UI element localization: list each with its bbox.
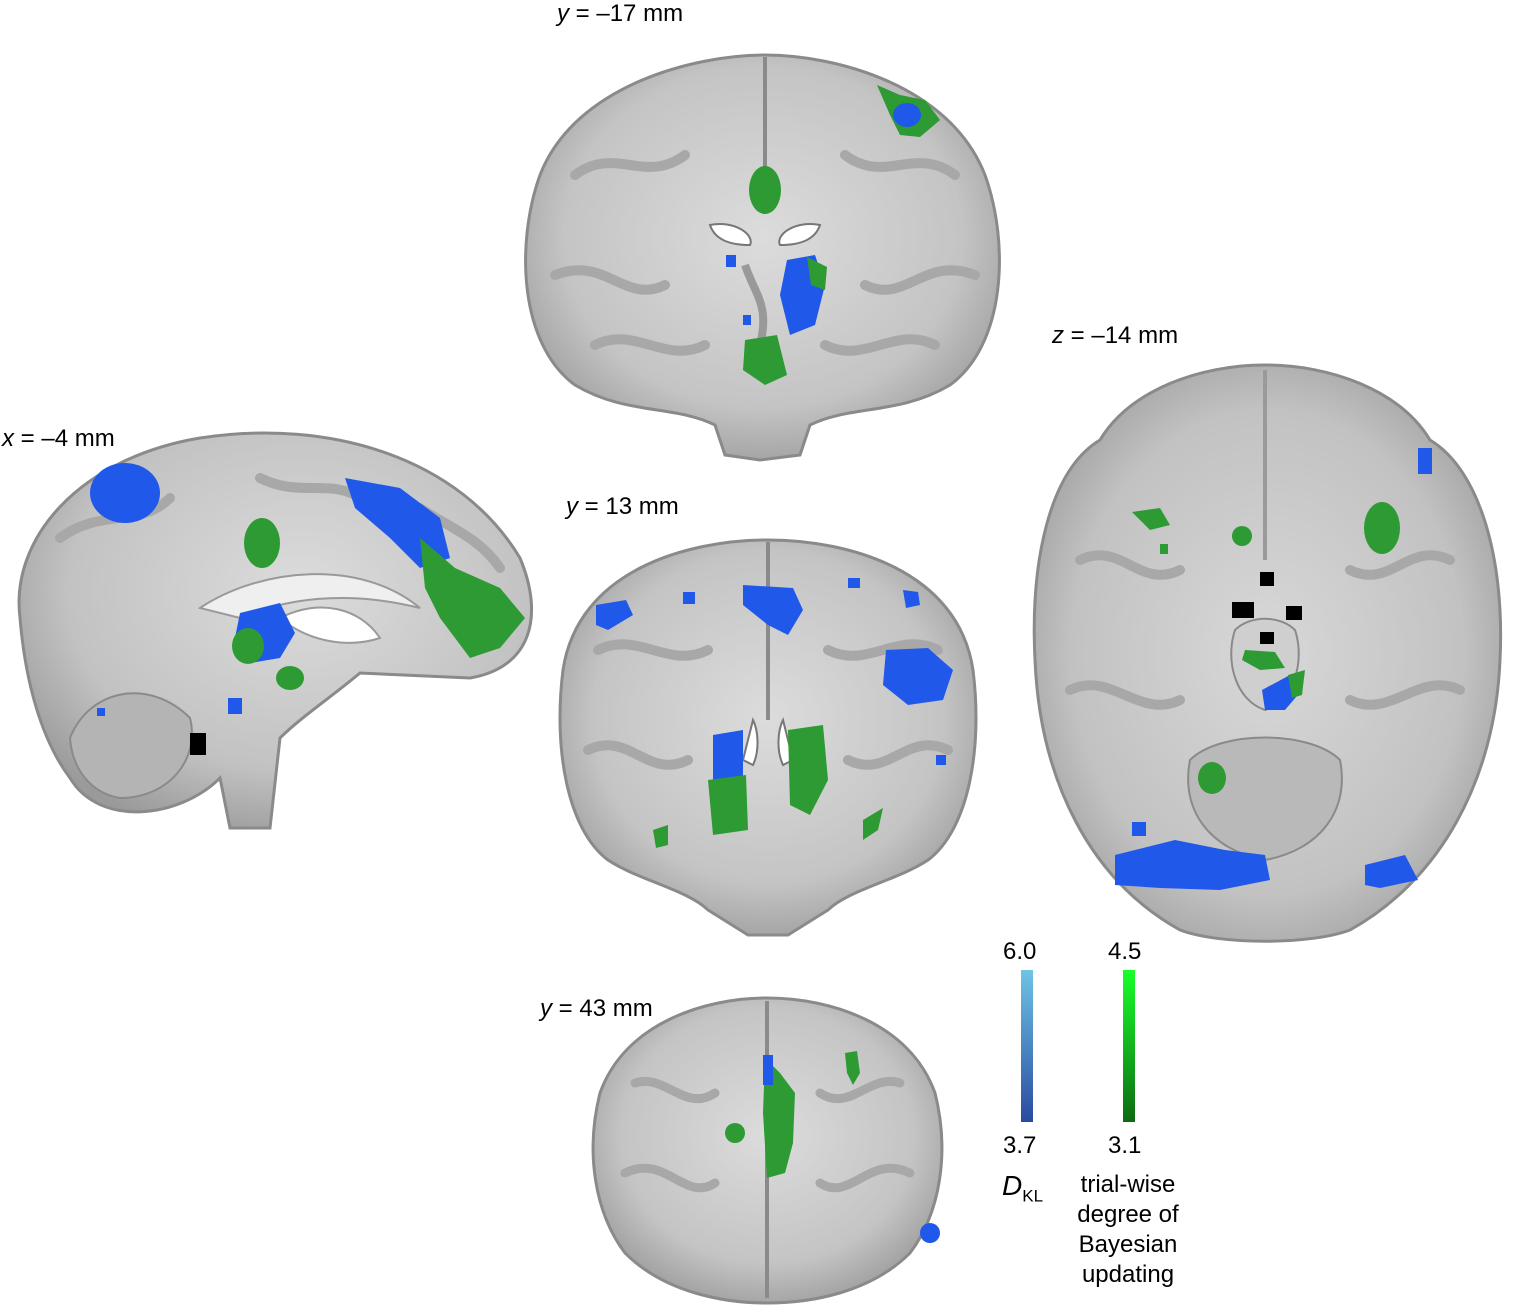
activation-blob xyxy=(763,1058,795,1178)
activation-blob xyxy=(726,255,736,267)
brain-slice-coronal-y-43 xyxy=(591,996,944,1305)
label-axial-z-minus14: z = –14 mm xyxy=(1052,322,1179,349)
activation-blob xyxy=(1288,670,1305,698)
label-sagittal-x-minus4: x = –4 mm xyxy=(2,425,115,452)
activation-blob xyxy=(749,166,781,214)
bayesian-colorbar-max: 4.5 xyxy=(1108,938,1142,965)
activation-blob xyxy=(763,1055,773,1085)
activation-blob xyxy=(420,538,525,658)
activation-blob xyxy=(725,1123,745,1143)
dkl-label-main: D xyxy=(1002,1170,1023,1201)
activation-blob xyxy=(743,315,751,325)
activation-blob xyxy=(883,648,953,705)
axis-letter: y xyxy=(557,0,569,27)
caption-line: updating xyxy=(1081,1261,1175,1288)
brain-slice-axial-z-minus14 xyxy=(1032,363,1503,943)
activation-blob xyxy=(788,725,828,815)
activation-blob xyxy=(1260,572,1274,586)
activation-blob xyxy=(743,335,787,385)
activation-blob xyxy=(1418,448,1432,474)
activation-blob xyxy=(893,103,921,127)
slice-value: –14 mm xyxy=(1091,322,1179,349)
activation-blob xyxy=(1160,544,1168,554)
label-coronal-y-43: y = 43 mm xyxy=(540,995,653,1022)
activation-blob xyxy=(1132,508,1170,530)
activation-blob xyxy=(228,698,242,714)
axis-letter: z xyxy=(1052,322,1064,349)
dkl-colorbar xyxy=(1021,970,1033,1122)
dkl-colorbar-label: DKL xyxy=(1002,1172,1043,1205)
bayesian-colorbar-label: trial-wise degree of Bayesian updating xyxy=(1068,1170,1188,1290)
slice-value: –17 mm xyxy=(596,0,684,27)
activation-blob xyxy=(1365,855,1418,888)
dkl-label-sub: KL xyxy=(1022,1186,1044,1206)
slice-value: 13 mm xyxy=(605,493,679,520)
slice-value: 43 mm xyxy=(579,995,653,1022)
bayesian-colorbar-min: 3.1 xyxy=(1108,1132,1142,1159)
activation-blob xyxy=(863,808,883,840)
bayesian-colorbar xyxy=(1123,970,1135,1122)
slice-value: –4 mm xyxy=(41,425,115,452)
axis-letter: x xyxy=(2,425,14,452)
brain-slice-coronal-y-minus17 xyxy=(524,53,1001,462)
activation-blob xyxy=(276,666,304,690)
activation-blob xyxy=(1286,606,1302,620)
activation-blob xyxy=(596,600,633,630)
activation-blob xyxy=(232,628,264,664)
activation-blob xyxy=(244,518,280,568)
activation-blob xyxy=(1260,632,1274,644)
activation-blob xyxy=(920,1223,940,1243)
activation-blob xyxy=(90,463,160,523)
activation-blob xyxy=(1364,502,1400,554)
activation-blob xyxy=(708,775,748,835)
activation-blob xyxy=(683,592,695,604)
activation-blob xyxy=(1198,762,1226,794)
caption-line: degree of xyxy=(1077,1201,1179,1228)
activation-blob xyxy=(743,585,803,635)
label-coronal-y-13: y = 13 mm xyxy=(566,493,679,520)
axis-letter: y xyxy=(566,493,578,520)
caption-line: Bayesian xyxy=(1078,1231,1178,1258)
caption-line: trial-wise xyxy=(1080,1171,1176,1198)
activation-blob xyxy=(190,733,206,755)
activation-blob xyxy=(1115,840,1270,890)
activation-blob xyxy=(936,755,946,765)
label-coronal-y-minus17: y = –17 mm xyxy=(557,0,684,27)
activation-blob xyxy=(1242,650,1285,670)
brain-slice-coronal-y-13 xyxy=(558,538,978,937)
activation-blob xyxy=(807,257,827,290)
dkl-colorbar-min: 3.7 xyxy=(1003,1132,1037,1159)
activation-blob xyxy=(1232,526,1252,546)
activation-blob xyxy=(97,708,105,716)
activation-blob xyxy=(1232,602,1254,618)
activation-blob xyxy=(845,1051,860,1085)
activation-blob xyxy=(1132,822,1146,836)
activation-blob xyxy=(713,730,743,785)
dkl-colorbar-max: 6.0 xyxy=(1003,938,1037,965)
activation-blob xyxy=(653,825,668,848)
brain-slice-sagittal-x-minus4 xyxy=(17,431,534,830)
axis-letter: y xyxy=(540,995,552,1022)
activation-blob xyxy=(903,590,920,608)
activation-blob xyxy=(848,578,860,588)
